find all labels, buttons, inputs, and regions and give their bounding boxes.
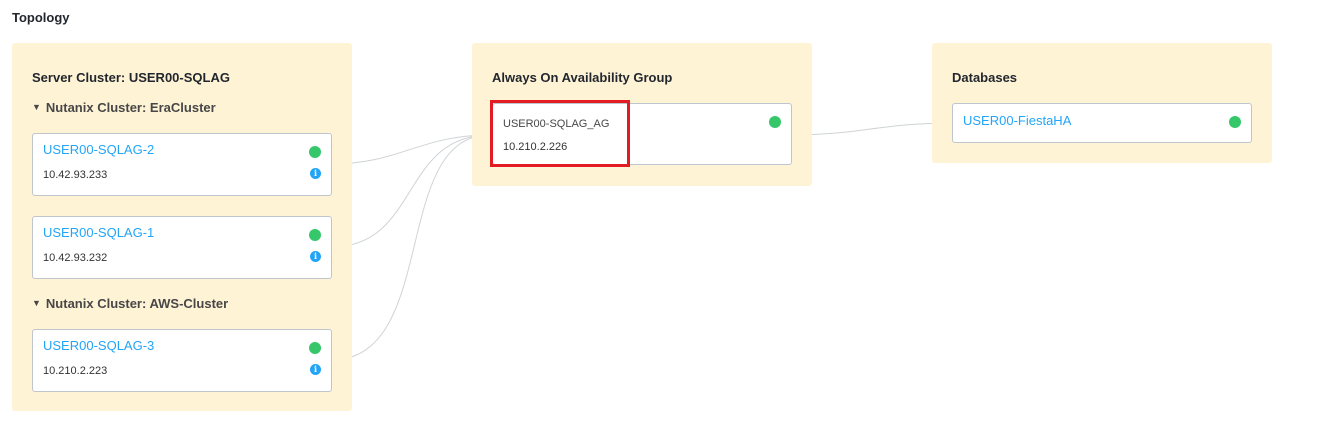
info-icon[interactable]: i — [310, 251, 321, 262]
cluster-label-text: Nutanix Cluster: AWS-Cluster — [45, 296, 229, 311]
connector-sqlag2-ag — [330, 134, 491, 165]
server-cluster-panel: Server Cluster: USER00-SQLAG ▼ Nutanix Cl… — [12, 43, 352, 411]
availability-group-panel: Always On Availability Group USER00-SQLA… — [472, 43, 812, 186]
node-name-link[interactable]: USER00-SQLAG-1 — [43, 225, 155, 240]
cluster-group-aws-cluster[interactable]: ▼ Nutanix Cluster: AWS-Cluster — [32, 296, 228, 311]
ag-name: USER00-SQLAG_AG — [503, 118, 610, 130]
databases-panel: Databases USER00-FiestaHA — [932, 43, 1272, 163]
info-icon[interactable]: i — [310, 364, 321, 375]
database-name-link[interactable]: USER00-FiestaHA — [963, 113, 1072, 128]
status-online-dot — [309, 146, 321, 158]
cluster-label-text: Nutanix Cluster: EraCluster — [45, 100, 216, 115]
chevron-down-icon: ▼ — [32, 298, 41, 308]
info-icon[interactable]: i — [310, 168, 321, 179]
chevron-down-icon: ▼ — [32, 102, 41, 112]
status-online-dot — [769, 116, 781, 128]
node-card-sqlag-2: USER00-SQLAG-2 10.42.93.233 i — [32, 133, 332, 196]
cluster-group-eracluster[interactable]: ▼ Nutanix Cluster: EraCluster — [32, 100, 216, 115]
connector-sqlag3-ag — [330, 134, 491, 361]
status-online-dot — [309, 342, 321, 354]
connector-ag-db — [790, 122, 954, 136]
status-online-dot — [1229, 116, 1241, 128]
status-online-dot — [309, 229, 321, 241]
database-card: USER00-FiestaHA — [952, 103, 1252, 143]
page-title: Topology — [12, 10, 70, 25]
server-cluster-title: Server Cluster: USER00-SQLAG — [32, 70, 230, 85]
node-name-link[interactable]: USER00-SQLAG-2 — [43, 142, 155, 157]
ag-ip: 10.210.2.226 — [503, 141, 568, 153]
node-card-sqlag-1: USER00-SQLAG-1 10.42.93.232 i — [32, 216, 332, 279]
databases-title: Databases — [952, 70, 1018, 85]
node-ip: 10.42.93.232 — [43, 252, 108, 264]
node-ip: 10.42.93.233 — [43, 169, 108, 181]
availability-group-card[interactable]: USER00-SQLAG_AG 10.210.2.226 — [492, 103, 792, 165]
node-ip: 10.210.2.223 — [43, 365, 108, 377]
node-card-sqlag-3: USER00-SQLAG-3 10.210.2.223 i — [32, 329, 332, 392]
connector-sqlag1-ag — [330, 134, 491, 248]
node-name-link[interactable]: USER00-SQLAG-3 — [43, 338, 155, 353]
availability-group-title: Always On Availability Group — [492, 70, 673, 85]
